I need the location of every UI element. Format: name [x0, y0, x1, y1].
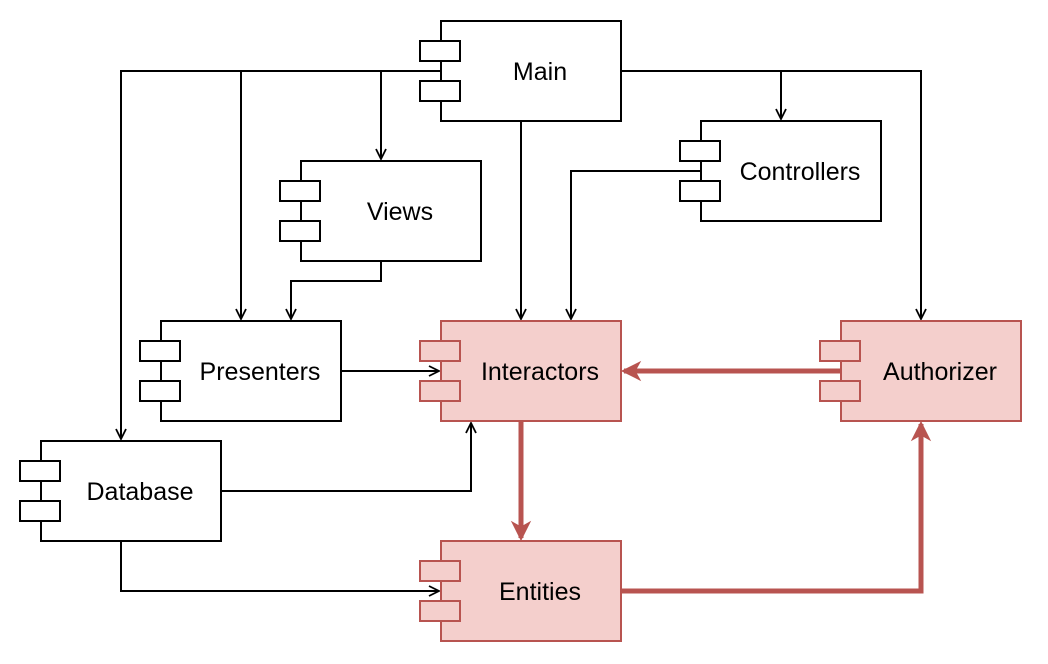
component-body [440, 20, 622, 122]
component-label-entities: Entities [499, 578, 581, 606]
component-port-icon [279, 220, 321, 242]
component-port-icon [419, 340, 461, 362]
component-port-icon [279, 180, 321, 202]
component-body [440, 320, 622, 422]
component-port-icon [679, 180, 721, 202]
component-body [300, 160, 482, 262]
edge-main-to-presenters [241, 70, 441, 319]
edge-views-to-presenters [291, 261, 382, 319]
component-label-authorizer: Authorizer [883, 358, 997, 386]
component-port-icon [419, 380, 461, 402]
edge-controllers-to-interactors [571, 170, 701, 319]
edge-main-to-authorizer [621, 70, 921, 319]
component-port-icon [19, 500, 61, 522]
component-port-icon [139, 340, 181, 362]
component-main[interactable]: Main [419, 20, 622, 122]
component-body [700, 120, 882, 222]
component-port-icon [819, 340, 861, 362]
component-port-icon [419, 600, 461, 622]
component-views[interactable]: Views [279, 160, 482, 262]
component-database[interactable]: Database [19, 440, 222, 542]
component-interactors[interactable]: Interactors [419, 320, 622, 422]
component-port-icon [819, 380, 861, 402]
component-label-presenters: Presenters [200, 358, 321, 386]
edge-database-to-entities [120, 541, 439, 591]
edge-entities-to-authorizer [621, 420, 932, 594]
component-label-main: Main [513, 58, 567, 86]
component-body [440, 540, 622, 642]
component-port-icon [139, 380, 181, 402]
component-body [160, 320, 342, 422]
component-body [840, 320, 1022, 422]
component-port-icon [419, 80, 461, 102]
component-authorizer[interactable]: Authorizer [819, 320, 1022, 422]
component-label-database: Database [86, 478, 193, 506]
component-port-icon [419, 560, 461, 582]
component-controllers[interactable]: Controllers [679, 120, 882, 222]
edge-main-to-controllers [621, 70, 781, 119]
edge-main-to-views [381, 70, 441, 159]
edges-layer [120, 70, 932, 594]
component-port-icon [679, 140, 721, 162]
edge-database-to-interactors [221, 423, 471, 492]
component-label-interactors: Interactors [481, 358, 599, 386]
component-label-views: Views [367, 198, 433, 226]
component-port-icon [419, 40, 461, 62]
component-label-controllers: Controllers [740, 158, 861, 186]
component-port-icon [19, 460, 61, 482]
component-body [40, 440, 222, 542]
component-presenters[interactable]: Presenters [139, 320, 342, 422]
component-entities[interactable]: Entities [419, 540, 622, 642]
